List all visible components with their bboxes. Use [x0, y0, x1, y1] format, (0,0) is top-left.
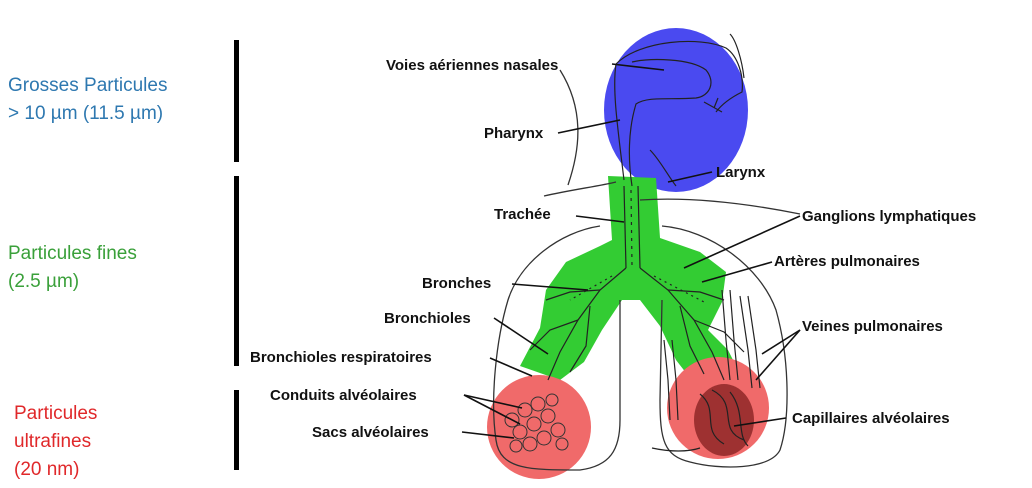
- label-respiratory-bronchioles: Bronchioles respiratoires: [250, 349, 432, 366]
- label-lymph-nodes: Ganglions lymphatiques: [802, 208, 976, 225]
- label-pharynx: Pharynx: [484, 125, 544, 142]
- label-alveolar-capillaries: Capillaires alvéolaires: [792, 410, 950, 427]
- label-nasal-airways: Voies aériennes nasales: [386, 57, 558, 74]
- alveolar-capillaries-right: [694, 384, 754, 456]
- label-alveolar-ducts: Conduits alvéolaires: [270, 387, 417, 404]
- label-larynx: Larynx: [716, 164, 766, 181]
- leader-veins-2: [756, 330, 800, 380]
- label-pulmonary-arteries: Artères pulmonaires: [774, 253, 920, 270]
- alveolar-region-left: [487, 375, 591, 479]
- label-bronchioles: Bronchioles: [384, 310, 471, 327]
- label-alveolar-sacs: Sacs alvéolaires: [312, 424, 429, 441]
- label-trachea: Trachée: [494, 206, 551, 223]
- label-pulmonary-veins: Veines pulmonaires: [802, 318, 943, 335]
- label-bronchi: Bronches: [422, 275, 491, 292]
